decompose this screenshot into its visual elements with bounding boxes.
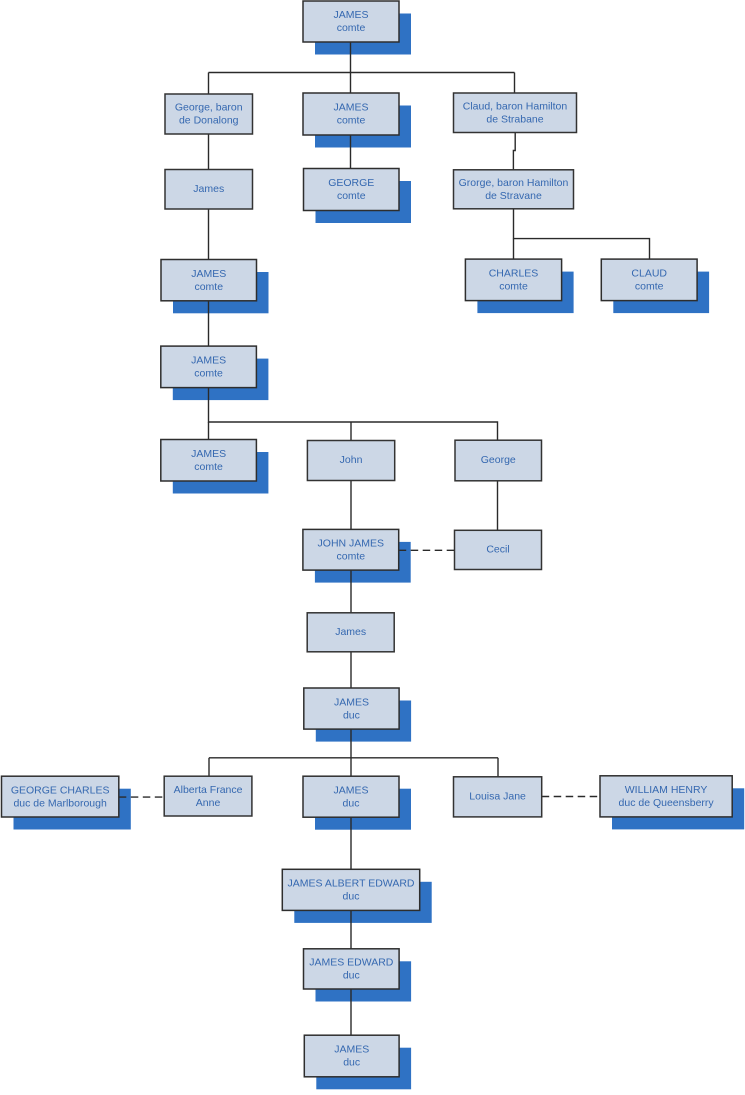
svg-text:Cecil: Cecil [486, 544, 509, 556]
svg-text:JAMES EDWARD: JAMES EDWARD [309, 957, 394, 969]
svg-text:Grorge, baron Hamilton: Grorge, baron Hamilton [459, 177, 569, 189]
svg-text:comte: comte [337, 190, 366, 202]
svg-text:Louisa Jane: Louisa Jane [469, 791, 526, 803]
svg-text:comte: comte [337, 22, 366, 34]
svg-text:de Stravane: de Stravane [485, 190, 542, 202]
svg-text:JAMES: JAMES [191, 448, 226, 460]
svg-text:George, baron: George, baron [175, 102, 243, 114]
svg-text:JAMES: JAMES [334, 696, 369, 708]
svg-text:duc de Marlborough: duc de Marlborough [13, 797, 107, 809]
svg-text:comte: comte [194, 461, 223, 473]
svg-text:CLAUD: CLAUD [631, 268, 667, 280]
svg-text:GEORGE: GEORGE [328, 177, 374, 189]
svg-text:JAMES: JAMES [333, 102, 368, 114]
svg-text:CHARLES: CHARLES [489, 268, 539, 280]
svg-text:John: John [340, 454, 363, 466]
svg-text:duc: duc [343, 709, 360, 721]
svg-text:WILLIAM HENRY: WILLIAM HENRY [625, 784, 708, 796]
svg-text:JAMES: JAMES [191, 268, 226, 280]
svg-text:Claud, baron Hamilton: Claud, baron Hamilton [463, 100, 568, 112]
svg-text:duc: duc [343, 891, 360, 903]
svg-text:JAMES: JAMES [191, 355, 226, 367]
svg-text:comte: comte [499, 281, 528, 293]
svg-text:de Strabane: de Strabane [486, 113, 543, 125]
svg-text:James: James [335, 626, 366, 638]
svg-text:duc de Queensberry: duc de Queensberry [619, 797, 715, 809]
svg-text:Alberta France: Alberta France [174, 784, 243, 796]
svg-text:JAMES: JAMES [333, 9, 368, 21]
svg-text:duc: duc [343, 970, 360, 982]
svg-text:comte: comte [194, 281, 223, 293]
svg-text:comte: comte [337, 115, 366, 127]
svg-text:James: James [193, 183, 224, 195]
svg-text:JOHN JAMES: JOHN JAMES [318, 537, 385, 549]
svg-text:GEORGE CHARLES: GEORGE CHARLES [11, 784, 110, 796]
svg-text:JAMES: JAMES [334, 1044, 369, 1056]
svg-text:JAMES: JAMES [333, 784, 368, 796]
svg-text:duc: duc [343, 1057, 360, 1069]
svg-text:de Donalong: de Donalong [179, 115, 239, 127]
svg-text:duc: duc [343, 797, 360, 809]
svg-text:George: George [481, 454, 516, 466]
svg-text:JAMES ALBERT EDWARD: JAMES ALBERT EDWARD [287, 878, 414, 890]
svg-text:comte: comte [635, 281, 664, 293]
svg-text:comte: comte [337, 550, 366, 562]
svg-text:Anne: Anne [196, 797, 221, 809]
svg-text:comte: comte [194, 368, 223, 380]
